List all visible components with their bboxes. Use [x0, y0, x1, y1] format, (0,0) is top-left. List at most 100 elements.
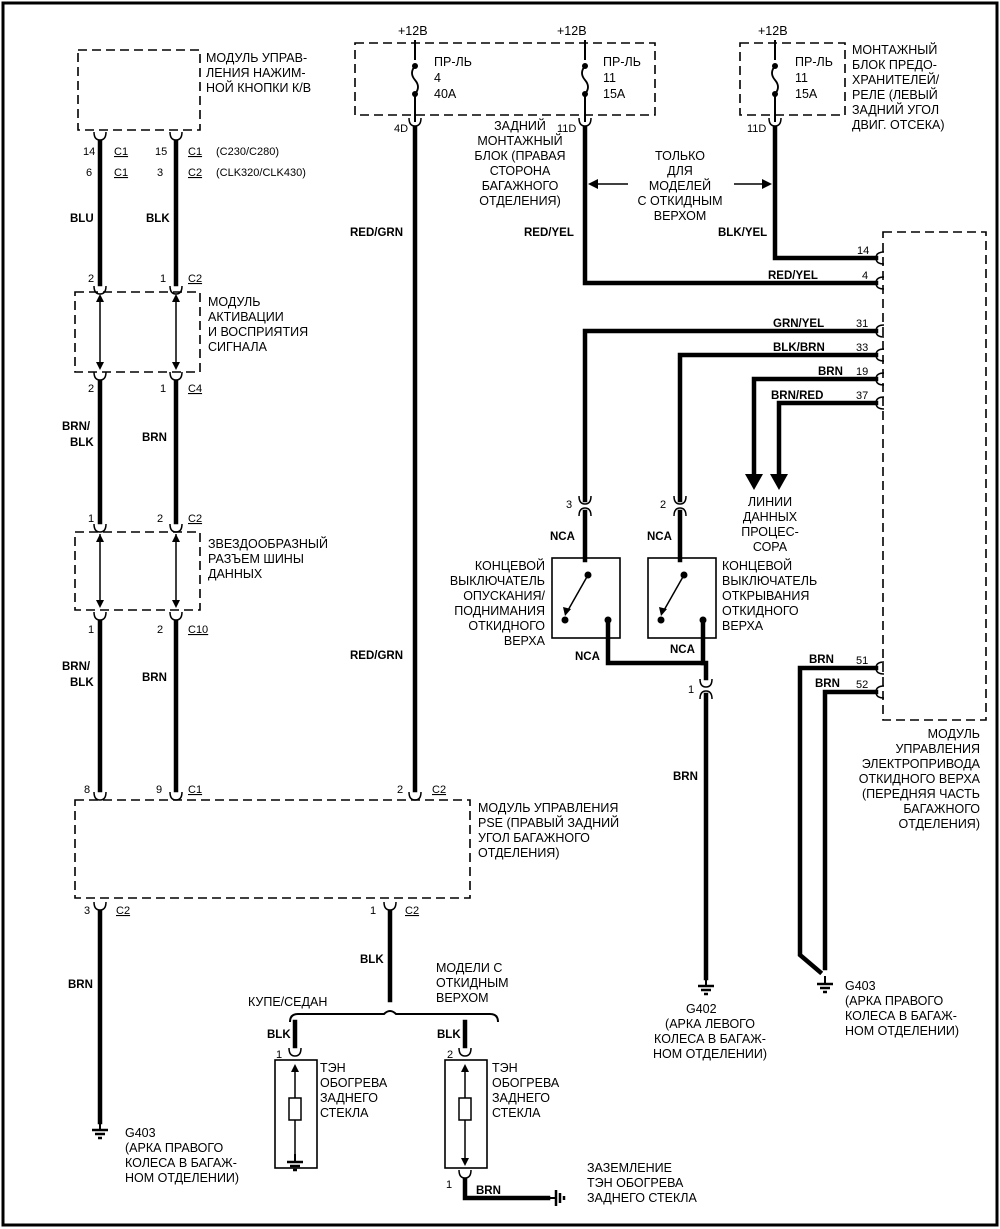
svg-text:СТЕКЛА: СТЕКЛА [492, 1106, 541, 1120]
roof-wire-label: BRN [818, 366, 843, 378]
svg-text:СОРА: СОРА [753, 540, 788, 554]
convertible-models-label: МОДЕЛИ С ОТКИДНЫМ ВЕРХОМ [436, 961, 509, 1005]
pin-label: 8 [84, 784, 90, 796]
pushbutton-module-outline [77, 49, 201, 131]
roof-pin-label: 14 [857, 245, 869, 257]
arrow-down-icon [770, 474, 788, 490]
switch-contact [657, 616, 665, 624]
wire-blk-brn [677, 352, 879, 503]
rear-fuse-block-outline [354, 42, 656, 116]
pin-label: 1 [88, 624, 94, 636]
supply-label-3: +12В [758, 24, 788, 38]
fuse-icon [771, 62, 779, 98]
pin-label: 2 [447, 1049, 453, 1061]
connector-icon [169, 611, 183, 621]
fuse-2-rating: 15A [603, 87, 626, 101]
arrow-head [461, 1064, 469, 1072]
svg-text:ПОДНИМАНИЯ: ПОДНИМАНИЯ [454, 604, 545, 618]
connector-icon [93, 131, 107, 141]
svg-text:МОДУЛЬ УПРАВ-: МОДУЛЬ УПРАВ- [206, 51, 307, 65]
connector-label: C1 [188, 784, 202, 796]
svg-text:ТЭН: ТЭН [320, 1061, 346, 1075]
switch-lever-icon [566, 574, 589, 613]
fuse-2-name: ПР-ЛЬ [603, 55, 641, 69]
svg-text:ОБОГРЕВА: ОБОГРЕВА [320, 1076, 388, 1090]
svg-text:ДВИГ. ОТСЕКА): ДВИГ. ОТСЕКА) [852, 118, 944, 132]
connector-icon [93, 371, 107, 381]
svg-text:РАЗЪЕМ ШИНЫ: РАЗЪЕМ ШИНЫ [208, 552, 304, 566]
heater-element-icon [288, 1097, 302, 1121]
svg-text:УГОЛ БАГАЖНОГО: УГОЛ БАГАЖНОГО [478, 831, 590, 845]
arrow-head [172, 294, 180, 302]
svg-text:(АРКА ЛЕВОГО: (АРКА ЛЕВОГО [665, 1017, 755, 1031]
svg-text:НОМ ОТДЕЛЕНИИ): НОМ ОТДЕЛЕНИИ) [845, 1024, 959, 1038]
wire-label: NCA [647, 531, 672, 543]
pin-label: 3 [157, 167, 163, 179]
svg-text:G403: G403 [845, 979, 876, 993]
connector-icon [169, 523, 183, 533]
svg-text:МОДЕЛЕЙ: МОДЕЛЕЙ [649, 178, 711, 193]
fuse-3-number: 11 [795, 71, 808, 85]
svg-text:КОНЦЕВОЙ: КОНЦЕВОЙ [475, 558, 545, 573]
svg-text:МОДУЛЬ: МОДУЛЬ [208, 295, 260, 309]
roof-pin-label: 33 [856, 342, 868, 354]
pse-module-outline [74, 799, 471, 899]
roof-pin-label: 19 [856, 366, 868, 378]
svg-text:(АРКА ПРАВОГО: (АРКА ПРАВОГО [125, 1141, 223, 1155]
svg-text:МОДУЛЬ УПРАВЛЕНИЯ: МОДУЛЬ УПРАВЛЕНИЯ [478, 801, 618, 815]
wire-brn [462, 1177, 551, 1201]
svg-text:ОПУСКАНИЯ/: ОПУСКАНИЯ/ [463, 589, 545, 603]
pin-label: 2 [157, 624, 163, 636]
svg-text:ДАННЫХ: ДАННЫХ [743, 510, 798, 524]
wire-red-yel [582, 125, 879, 286]
pin-label: 1 [276, 1049, 282, 1061]
connector-icon [169, 791, 183, 801]
svg-text:НОМ ОТДЕЛЕНИИ): НОМ ОТДЕЛЕНИИ) [653, 1047, 767, 1061]
svg-text:СТОРОНА: СТОРОНА [490, 164, 551, 178]
svg-text:ТЭН ОБОГРЕВА: ТЭН ОБОГРЕВА [587, 1176, 684, 1190]
pin-label: 2 [397, 784, 403, 796]
svg-text:БЛОК (ПРАВАЯ: БЛОК (ПРАВАЯ [474, 149, 565, 163]
svg-text:ВЫКЛЮЧАТЕЛЬ: ВЫКЛЮЧАТЕЛЬ [722, 574, 817, 588]
switch-contact [561, 616, 569, 624]
svg-text:ВЕРХА: ВЕРХА [722, 619, 764, 633]
roof-pin-label: 51 [856, 655, 868, 667]
connector-icon [288, 1047, 302, 1057]
ground-g402: G402 (АРКА ЛЕВОГО КОЛЕСА В БАГАЖ- НОМ ОТ… [653, 1002, 767, 1061]
arrow-head [172, 362, 180, 370]
connector-icon [169, 371, 183, 381]
arrow-head [172, 534, 180, 542]
wire-brn-51 [797, 665, 879, 976]
svg-text:ОТКРЫВАНИЯ: ОТКРЫВАНИЯ [722, 589, 809, 603]
pin-label: 9 [156, 784, 162, 796]
svg-text:НОМ ОТДЕЛЕНИИ): НОМ ОТДЕЛЕНИИ) [125, 1171, 239, 1185]
model-note: (CLK320/CLK430) [216, 167, 306, 179]
ground-g403-right: G403 (АРКА ПРАВОГО КОЛЕСА В БАГАЖ- НОМ О… [845, 979, 959, 1038]
coupe-sedan-label: КУПЕ/СЕДАН [248, 995, 327, 1009]
pin-label: 4D [394, 123, 408, 135]
svg-text:ОТДЕЛЕНИЯ): ОТДЕЛЕНИЯ) [479, 194, 561, 208]
svg-text:ЗАДНЕГО: ЗАДНЕГО [320, 1091, 378, 1105]
wire-label: NCA [550, 531, 575, 543]
limit-switch-1-outline [551, 557, 621, 639]
roof-module-outline [882, 231, 987, 721]
pin-label: 1 [446, 1179, 452, 1191]
svg-text:ЗАДНЕГО: ЗАДНЕГО [492, 1091, 550, 1105]
wire-label: BLK [267, 1029, 291, 1041]
arrow-head [291, 1064, 299, 1072]
connector-icon [408, 791, 422, 801]
model-split-bracket [289, 1010, 499, 1023]
fuse-1-rating: 40A [434, 87, 457, 101]
wire-label: BLK/YEL [718, 227, 767, 239]
connector-icon [458, 1047, 472, 1057]
wire-brn-52 [822, 689, 879, 971]
connector-icon [383, 901, 397, 911]
svg-text:ОТКИДНОГО: ОТКИДНОГО [722, 604, 799, 618]
pin-label: 6 [86, 167, 92, 179]
svg-text:G403: G403 [125, 1126, 156, 1140]
svg-text:ЭЛЕКТРОПРИВОДА: ЭЛЕКТРОПРИВОДА [862, 757, 981, 771]
switch-lever-icon [662, 574, 685, 613]
star-connector-outline [74, 531, 201, 611]
data-lines-label: ЛИНИИ ДАННЫХ ПРОЦЕС- СОРА [741, 495, 799, 554]
